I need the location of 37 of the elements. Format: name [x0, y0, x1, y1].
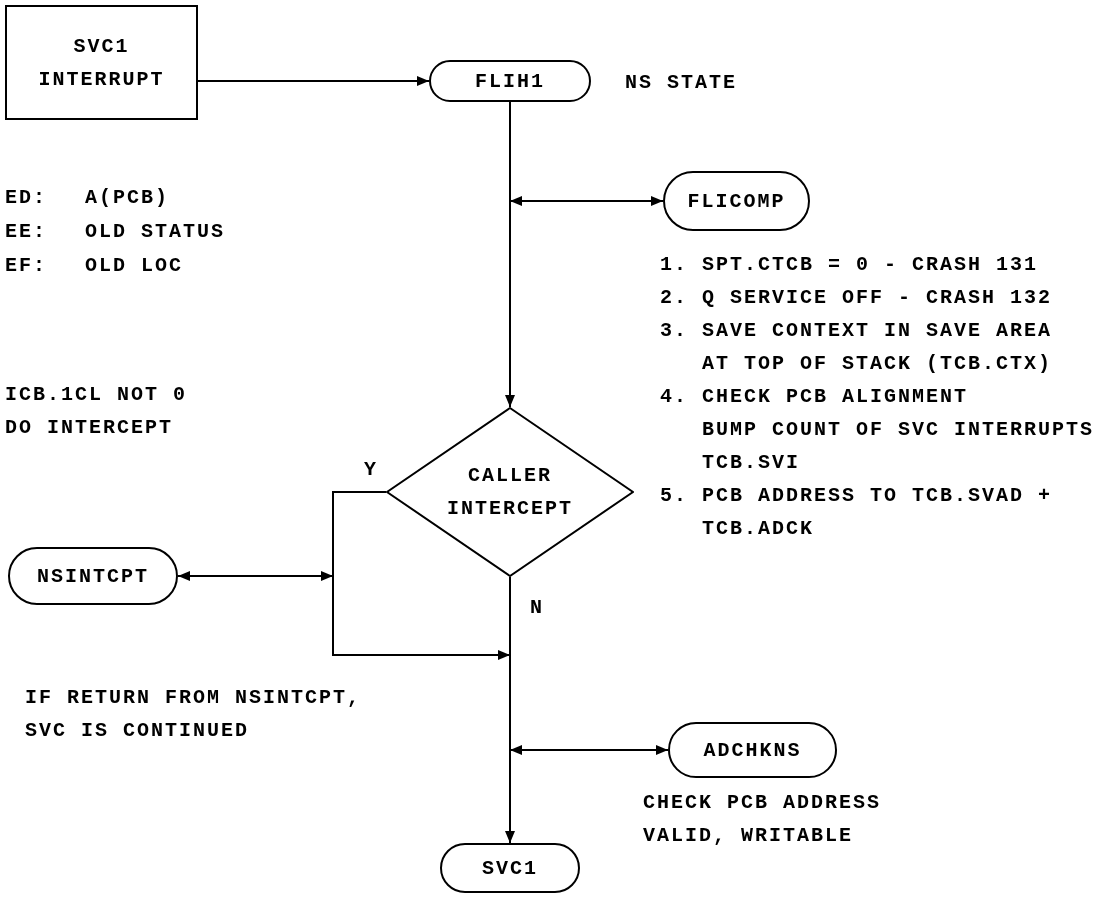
node-label: SVC1: [482, 855, 538, 882]
note-text: NS STATE: [625, 70, 738, 96]
terminator-shape: [8, 547, 178, 605]
annotation-text: ICB.1CL NOT 0 DO INTERCEPT: [5, 382, 189, 441]
node-label: NSINTCPT: [37, 563, 149, 590]
arrow: [505, 101, 515, 408]
annotation-text: ED:: [5, 185, 48, 211]
arrow: [505, 576, 515, 844]
arrow: [509, 196, 664, 206]
annotation-text: OLD STATUS: [85, 219, 227, 245]
node-label: FLICOMP: [687, 188, 786, 215]
annotation-text: EE:: [5, 219, 48, 245]
decision-diamond: [386, 407, 634, 577]
arrow: [197, 76, 430, 86]
process-box: [5, 5, 198, 120]
annotation-text: IF RETURN FROM NSINTCPT, SVC IS CONTINUED: [25, 685, 363, 744]
terminator-shape: [663, 171, 810, 231]
annotation-text: 5. PCB ADDRESS TO TCB.SVAD + TCB.ADCK: [660, 483, 1054, 542]
arrow: [177, 571, 334, 581]
annotation-text: 2. Q SERVICE OFF - CRASH 132: [660, 285, 1054, 311]
annotation-text: EF:: [5, 253, 48, 279]
node-label: SVC1 INTERRUPT: [37, 33, 166, 93]
annotation-text: 1. SPT.CTCB = 0 - CRASH 131: [660, 252, 1040, 278]
note-text: CHECK PCB ADDRESS VALID, WRITABLE: [643, 790, 883, 849]
node-label: CALLER INTERCEPT: [446, 463, 574, 522]
annotation-text: A(PCB): [85, 185, 170, 211]
node-label: ADCHKNS: [703, 737, 802, 764]
terminator-shape: [429, 60, 591, 102]
arrow: [509, 745, 669, 755]
annotation-text: 3. SAVE CONTEXT IN SAVE AREA AT TOP OF STACK (TCB.CTX): [660, 318, 1054, 377]
terminator-shape: [668, 722, 837, 778]
annotation-text: 4. CHECK PCB ALIGNMENT: [660, 384, 970, 410]
node-label: FLIH1: [475, 68, 545, 95]
annotation-text: OLD LOC: [85, 253, 184, 279]
annotation-text: BUMP COUNT OF SVC INTERRUPTS TCB.SVI: [702, 417, 1096, 476]
arrow: [332, 491, 511, 660]
terminator-shape: [440, 843, 580, 893]
